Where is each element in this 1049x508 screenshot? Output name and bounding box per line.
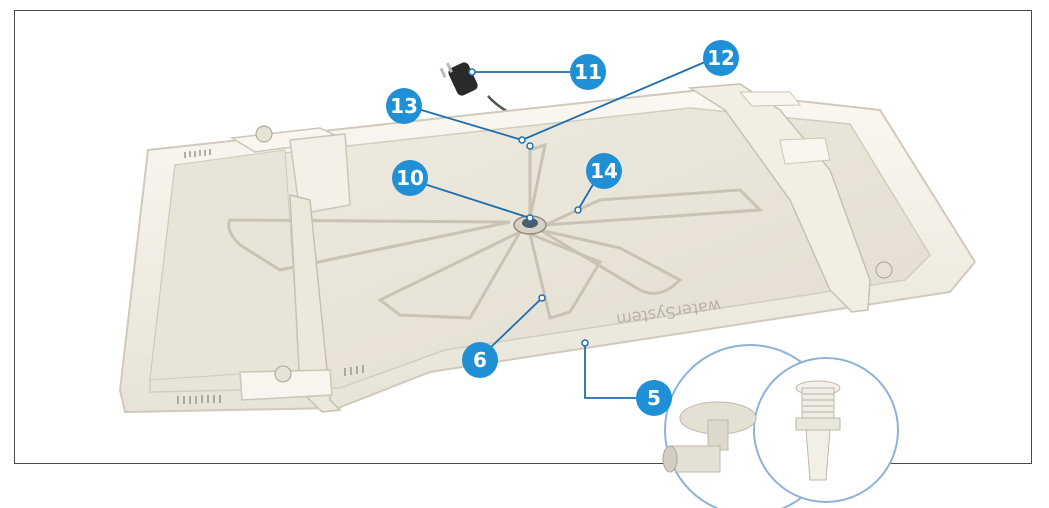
callout-5: 5 xyxy=(636,380,672,416)
elbow-fitting xyxy=(662,401,757,473)
callout-11: 11 xyxy=(570,54,606,90)
callout-6: 6 xyxy=(462,342,498,378)
callout-10: 10 xyxy=(392,160,428,196)
threaded-fitting xyxy=(795,380,841,481)
callout-14-label: 14 xyxy=(590,159,618,183)
callout-11-label: 11 xyxy=(574,60,602,84)
callout-14: 14 xyxy=(586,153,622,189)
callout-6-label: 6 xyxy=(473,348,487,372)
callout-12-label: 12 xyxy=(707,46,735,70)
callout-13-label: 13 xyxy=(390,94,418,118)
accessory-details xyxy=(662,344,899,508)
right-bracket xyxy=(687,83,893,313)
drain-channels xyxy=(227,142,764,320)
image-frame xyxy=(14,10,1032,464)
callout-12: 12 xyxy=(703,40,739,76)
central-drain xyxy=(513,215,547,235)
callout-5-label: 5 xyxy=(647,386,661,410)
callout-13: 13 xyxy=(386,88,422,124)
left-bracket xyxy=(229,125,351,413)
leader-endpoints xyxy=(468,68,589,347)
callout-10-label: 10 xyxy=(396,166,424,190)
